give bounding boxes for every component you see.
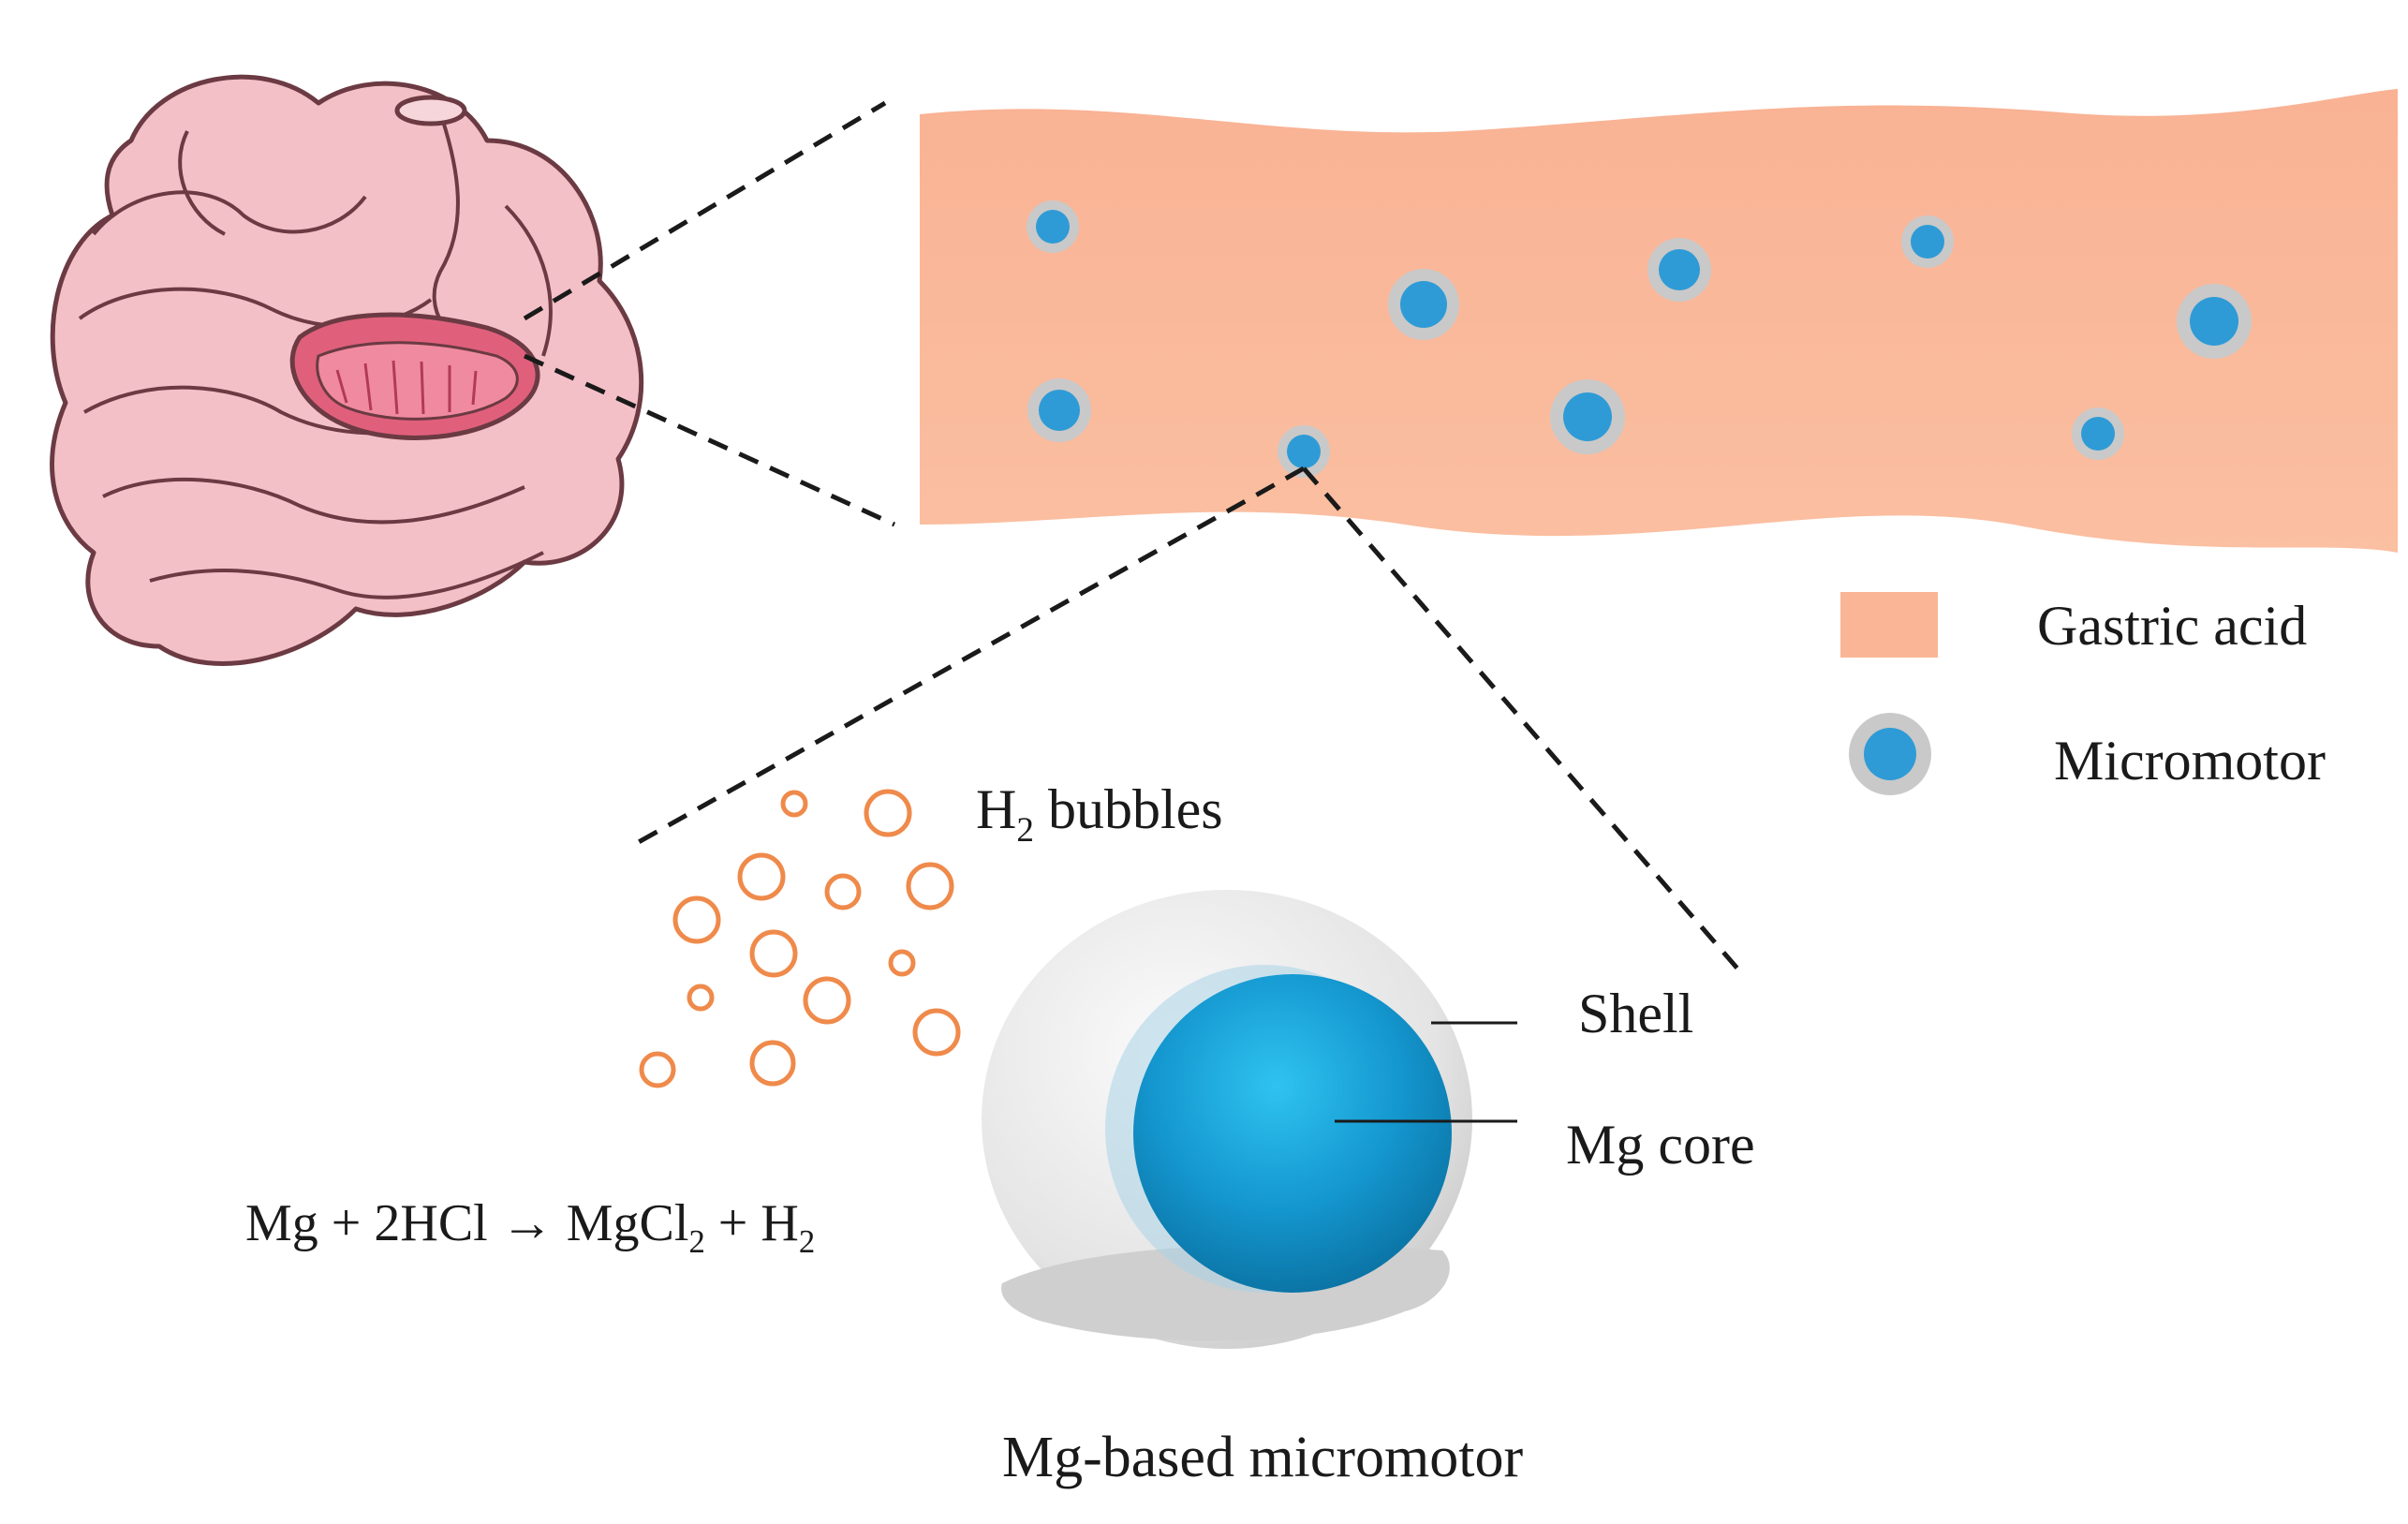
micromotor-particle	[2177, 284, 2252, 359]
bubble	[672, 895, 721, 944]
bubble	[737, 852, 786, 901]
legend-acid-label: Gastric acid	[2037, 595, 2308, 657]
mg-core-label: Mg core	[1566, 1114, 1755, 1176]
legend-acid-swatch	[1840, 592, 1938, 658]
micromotor-particle	[2072, 407, 2124, 460]
micromotor-particle	[1278, 425, 1330, 478]
micromotor-particle	[1901, 215, 1954, 268]
bubble	[912, 1008, 961, 1057]
reaction-equation: Mg + 2HCl → MgCl2 + H2	[245, 1194, 816, 1261]
legend-micromotor-swatch	[1849, 713, 1931, 795]
intestine-illustration	[50, 74, 644, 667]
micromotor-particle	[1027, 200, 1079, 253]
h2-bubbles-label: H2 bubbles	[976, 778, 1223, 851]
bubble	[687, 984, 715, 1012]
micromotor-particles	[1027, 200, 2252, 478]
micromotor-particle	[1388, 269, 1459, 340]
gastric-acid-band	[920, 89, 2398, 553]
bubble	[803, 976, 851, 1025]
bubble	[639, 1051, 676, 1088]
bubble	[824, 873, 862, 910]
h2-bubbles	[639, 789, 961, 1088]
legend-micromotor-label: Micromotor	[2054, 730, 2326, 792]
mg-micromotor	[982, 890, 1472, 1349]
bubble	[906, 862, 954, 910]
bubble	[864, 789, 912, 837]
bubble	[749, 1040, 796, 1087]
micromotor-particle	[1647, 238, 1711, 302]
shell-label: Shell	[1578, 983, 1694, 1044]
figure-caption: Mg-based micromotor	[1002, 1426, 1524, 1489]
micromotor-particle	[1027, 378, 1091, 442]
bubble	[888, 949, 916, 977]
bubble	[780, 790, 808, 818]
zoom-lines-bottom	[635, 466, 1740, 971]
zoom-lines-top	[523, 100, 896, 527]
bubble	[749, 929, 798, 978]
micromotor-particle	[1550, 379, 1625, 454]
